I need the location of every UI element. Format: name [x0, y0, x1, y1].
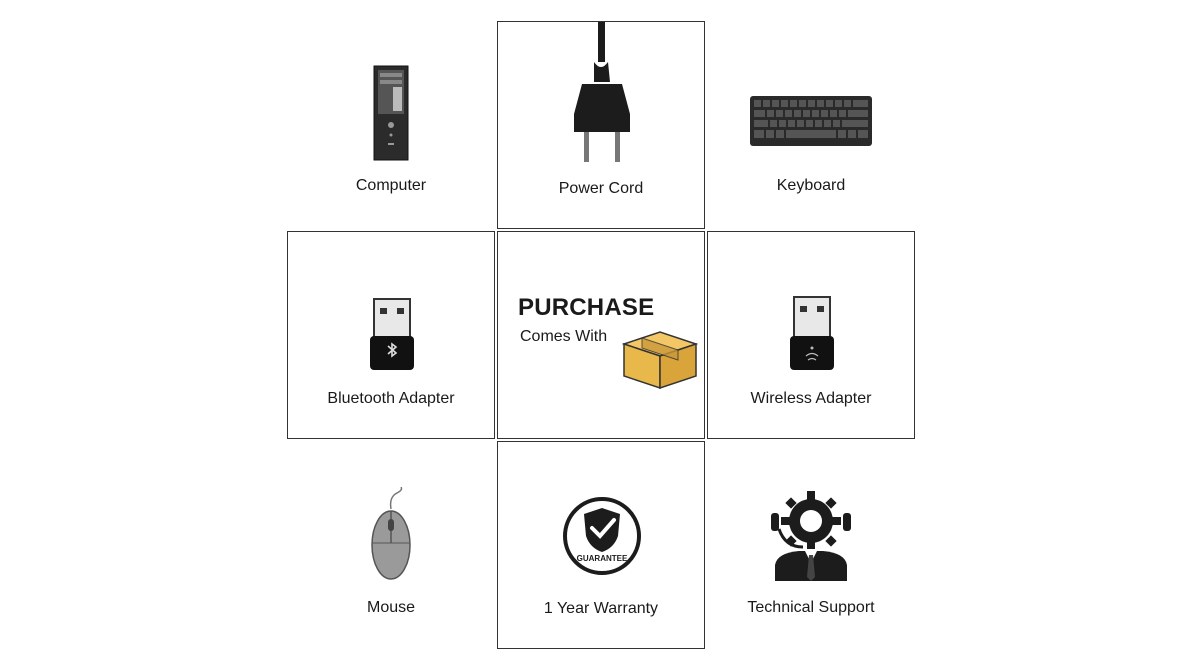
item-bluetooth-adapter: Bluetooth Adapter — [287, 231, 495, 439]
item-label: Power Cord — [558, 180, 644, 197]
center-panel: PURCHASE Comes With — [497, 231, 705, 439]
bluetooth-usb-adapter-icon — [370, 298, 414, 370]
item-power-cord: Power Cord — [497, 21, 705, 229]
mouse-icon — [371, 487, 411, 580]
computer-tower-icon — [373, 65, 409, 161]
guarantee-badge-text: GUARANTEE — [577, 554, 628, 563]
item-keyboard: Keyboard — [707, 21, 915, 229]
item-label: Bluetooth Adapter — [327, 390, 455, 407]
center-subtitle: Comes With — [520, 328, 608, 345]
wifi-usb-adapter-icon — [790, 296, 834, 370]
guarantee-shield-icon: GUARANTEE — [563, 497, 641, 575]
cardboard-box-icon — [622, 331, 698, 390]
item-mouse: Mouse — [287, 441, 495, 649]
keyboard-icon — [750, 96, 872, 146]
item-label: 1 Year Warranty — [543, 600, 659, 617]
item-label: Computer — [355, 177, 427, 194]
item-computer: Computer — [287, 21, 495, 229]
item-label: Technical Support — [747, 599, 875, 616]
center-title: PURCHASE — [518, 294, 655, 321]
tech-support-agent-icon — [771, 491, 851, 581]
power-plug-icon — [574, 22, 630, 162]
item-wireless-adapter: Wireless Adapter — [707, 231, 915, 439]
item-warranty: GUARANTEE 1 Year Warranty — [497, 441, 705, 649]
item-technical-support: Technical Support — [707, 441, 915, 649]
item-label: Keyboard — [776, 177, 846, 194]
item-label: Wireless Adapter — [750, 390, 872, 407]
item-label: Mouse — [366, 599, 416, 616]
